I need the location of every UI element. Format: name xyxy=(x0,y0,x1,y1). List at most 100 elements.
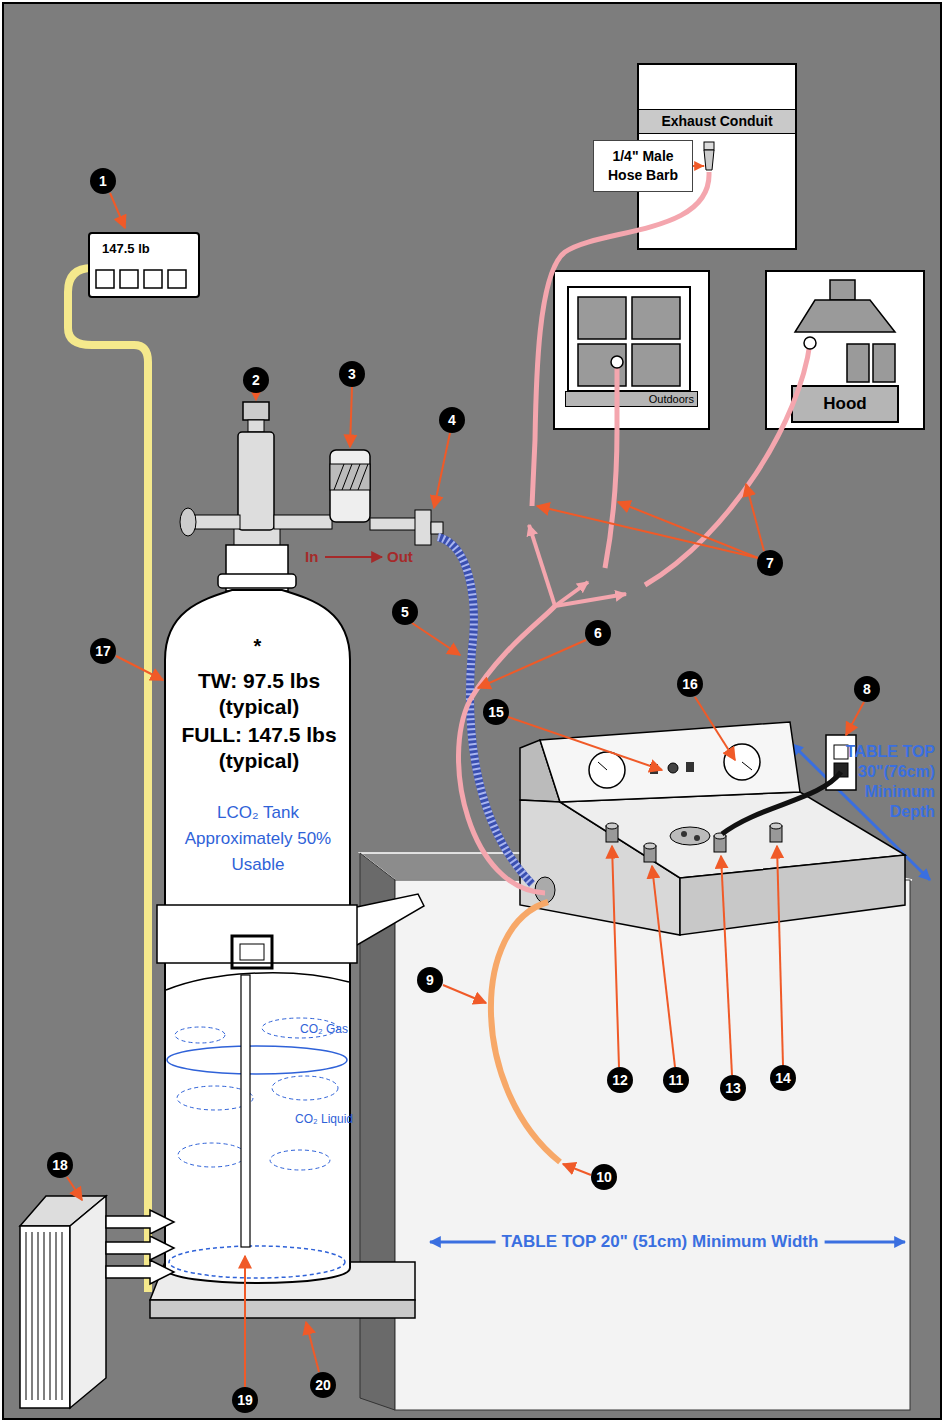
pointer-arrow xyxy=(693,161,704,171)
tank-outline xyxy=(169,1246,345,1278)
scale-platform xyxy=(150,1300,415,1318)
tank-outline xyxy=(166,973,349,990)
machine xyxy=(668,763,678,773)
heater xyxy=(106,1260,174,1284)
leader-line xyxy=(412,623,460,655)
callout-number: 12 xyxy=(607,1067,633,1093)
frame xyxy=(3,3,941,1419)
hose-barb-fitting xyxy=(704,150,714,170)
flow-label: Out xyxy=(387,548,413,566)
leader-line xyxy=(350,387,352,447)
callout-number: 8 xyxy=(854,676,880,702)
drain-hose xyxy=(491,902,560,1162)
tank-valve xyxy=(218,574,296,588)
leader-line xyxy=(110,193,125,228)
callout-number: 14 xyxy=(770,1065,796,1091)
scale-cable xyxy=(68,268,148,1292)
window xyxy=(568,287,690,391)
leader-line xyxy=(618,502,758,558)
exhaust-hose xyxy=(529,525,555,606)
leader-line xyxy=(443,985,486,1003)
body-text: TW: 97.5 lbs (typical) xyxy=(168,668,350,720)
machine xyxy=(694,835,700,841)
leader-line xyxy=(746,484,764,551)
node-text: 1/4" Male Hose Barb xyxy=(594,147,692,185)
flow-label: In xyxy=(305,548,318,566)
callout-number: 5 xyxy=(392,599,418,625)
callout-number: 13 xyxy=(720,1075,746,1101)
tank-outline xyxy=(240,944,264,960)
tank-valve xyxy=(180,508,196,536)
tank-valve xyxy=(195,515,240,529)
fume-hood xyxy=(795,280,895,382)
callout-number: 3 xyxy=(339,361,365,387)
machine xyxy=(589,752,625,788)
node-text: 147.5 lb xyxy=(102,240,192,258)
window xyxy=(632,297,680,339)
callout-number: 17 xyxy=(90,638,116,664)
node-text: Outdoors xyxy=(565,391,698,407)
exhaust-hose xyxy=(555,594,626,606)
exhaust-hose xyxy=(605,362,617,568)
fume-hood xyxy=(830,280,855,300)
heater xyxy=(70,1196,106,1408)
co2-tank: *TW: 97.5 lbs (typical)FULL: 147.5 lbs (… xyxy=(160,560,360,1290)
machine xyxy=(540,722,800,802)
heater xyxy=(20,1226,70,1408)
tank-valve xyxy=(238,432,274,530)
heater xyxy=(106,1236,174,1260)
exhaust-hose xyxy=(532,172,816,585)
regulator xyxy=(370,518,416,530)
exhaust-hose xyxy=(645,343,810,585)
node-text: * xyxy=(160,634,355,658)
leader-line xyxy=(478,640,586,688)
leader-line xyxy=(612,846,619,1067)
table xyxy=(360,853,912,1410)
regulator xyxy=(330,450,370,522)
callout-number: 7 xyxy=(757,550,783,576)
tank-outline xyxy=(270,1150,330,1170)
exhaust-hose xyxy=(611,356,623,368)
scale-buttons xyxy=(96,270,186,288)
machine xyxy=(670,827,710,845)
callout-number: 2 xyxy=(243,367,269,393)
fume-hood xyxy=(795,300,895,332)
callout-number: 19 xyxy=(232,1387,258,1413)
leader-line xyxy=(777,846,783,1065)
body-text: CO₂ Gas xyxy=(300,1022,364,1037)
machine xyxy=(680,855,905,935)
callout-number: 6 xyxy=(585,620,611,646)
exhaust-hose xyxy=(804,337,816,349)
tank-outline xyxy=(241,975,250,1247)
tank-outline xyxy=(232,936,272,968)
dimension-label: TABLE TOP 30"(76cm) Minimum Depth xyxy=(830,742,935,822)
tank-outline xyxy=(157,905,357,963)
heater xyxy=(106,1210,174,1234)
co2-supply-hose xyxy=(438,537,532,884)
regulator xyxy=(330,450,443,545)
tank-valve xyxy=(243,402,269,420)
callout-number: 11 xyxy=(663,1067,689,1093)
callout-number: 20 xyxy=(310,1372,336,1398)
leader-line xyxy=(244,1256,246,1387)
heater xyxy=(20,1196,174,1408)
machine xyxy=(686,762,694,772)
callout-number: 1 xyxy=(90,168,116,194)
leader-line xyxy=(67,1177,82,1200)
body-text: LCO₂ Tank Approximately 50% Usable xyxy=(183,800,333,878)
callout-number: 16 xyxy=(677,671,703,697)
exhaust-hose xyxy=(459,606,555,893)
callout-number: 18 xyxy=(47,1152,73,1178)
body-text: CO₂ Liquid xyxy=(295,1112,367,1127)
leader-line xyxy=(695,697,735,760)
fume-hood xyxy=(847,344,869,382)
leader-line xyxy=(434,433,450,508)
flow-arrow xyxy=(325,556,382,558)
scale-buttons xyxy=(120,270,138,288)
arrow-head xyxy=(694,161,704,171)
scale-buttons xyxy=(96,270,114,288)
leader-line xyxy=(116,656,163,680)
